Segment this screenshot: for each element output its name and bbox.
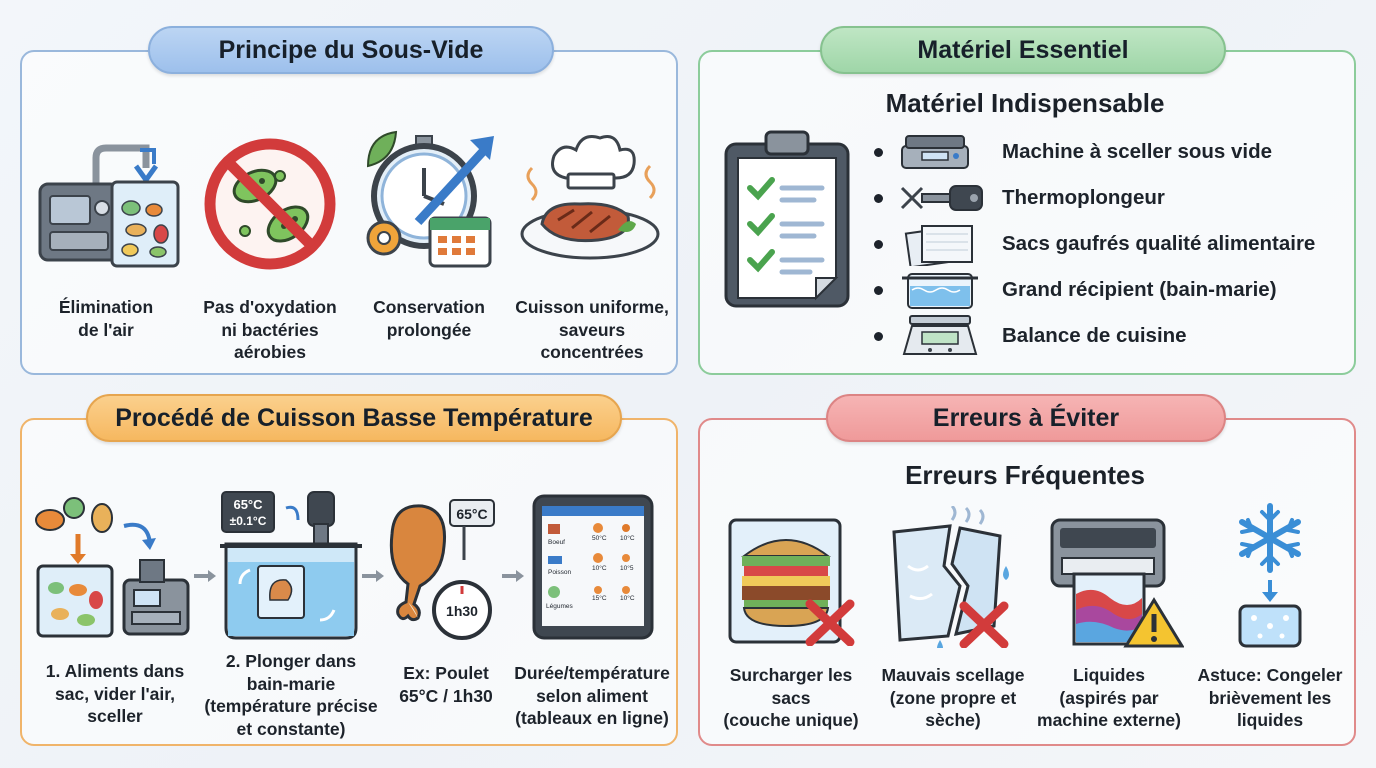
equipment-title: Matériel Essentiel [820,26,1226,74]
errors-subtitle: Erreurs Fréquentes [905,460,1145,490]
tablet-row-a: 15°C [592,594,607,602]
bullet [874,286,883,295]
equipment-item: Sacs gaufrés qualité alimentaire [870,222,1330,269]
equipment-label: Machine à sceller sous vide [1002,140,1273,163]
equipment-label: Grand récipient (bain-marie) [1002,278,1277,301]
timer-readout: 1h30 [446,603,478,619]
errors-title: Erreurs à Éviter [826,394,1226,442]
vacuum-machine-icon [36,138,182,270]
tablet-row-name: Poisson [548,569,572,576]
bullet [874,148,883,157]
clock-calendar-icon [358,126,502,270]
liquid-sealer-warning-icon [1044,514,1185,650]
principle-title: Principe du Sous-Vide [148,26,554,74]
torn-bag-icon [890,504,1020,652]
bath-display-temp: 65°C [233,497,263,512]
bullet [874,240,883,249]
water-container-icon [900,268,980,312]
tablet-row-b: 10°C [620,594,635,602]
process-title: Procédé de Cuisson Basse Température [86,394,622,442]
tablet-row-name: Boeuf [548,539,565,546]
chicken-thermometer-icon: 65°C 1h30 [384,494,504,640]
water-bath-icon: 65°C ±0.1°C [218,488,362,644]
equipment-label: Sacs gaufrés qualité alimentaire [1002,232,1316,255]
food-bag-sealer-icon [30,490,192,640]
immersion-circulator-icon [898,180,988,216]
kitchen-scale-icon [900,314,980,358]
equipment-item: Grand récipient (bain-marie) [870,268,1330,312]
tablet-row-a: 10°C [592,564,607,572]
equipment-item: Machine à sceller sous vide [870,130,1330,174]
arrow-right-icon [500,568,526,589]
vacuum-sealer-icon [900,132,970,172]
overfilled-bag-icon [726,516,856,647]
embossed-bags-icon [904,222,976,269]
equipment-subtitle: Matériel Indispensable [885,88,1165,118]
snowflake-icon [1228,500,1312,650]
tablet-row-b: 10°C [620,534,635,542]
tablet-row-b: 10°5 [620,564,634,572]
equipment-item: Thermoplongeur [870,176,1330,220]
clipboard-checklist-icon [722,128,854,310]
arrow-right-icon [360,568,386,589]
equipment-item: Balance de cuisine [870,314,1330,358]
equipment-label: Thermoplongeur [1002,186,1165,209]
bullet [874,332,883,341]
bullet [874,194,883,203]
arrow-right-icon [192,568,218,589]
tablet-row-a: 50°C [592,534,607,542]
bath-display-precision: ±0.1°C [230,514,267,528]
equipment-label: Balance de cuisine [1002,324,1187,347]
tablet-row-name: Légumes [546,603,573,610]
chef-steak-icon [518,124,664,264]
tablet-chart-icon: Boeuf 50°C 10°C Poisson 10°C 10°5 Légume… [532,494,654,640]
thermometer-readout: 65°C [456,506,487,522]
equipment-list: Machine à sceller sous vide Thermoplonge… [870,130,1330,360]
no-bacteria-icon [200,136,340,272]
